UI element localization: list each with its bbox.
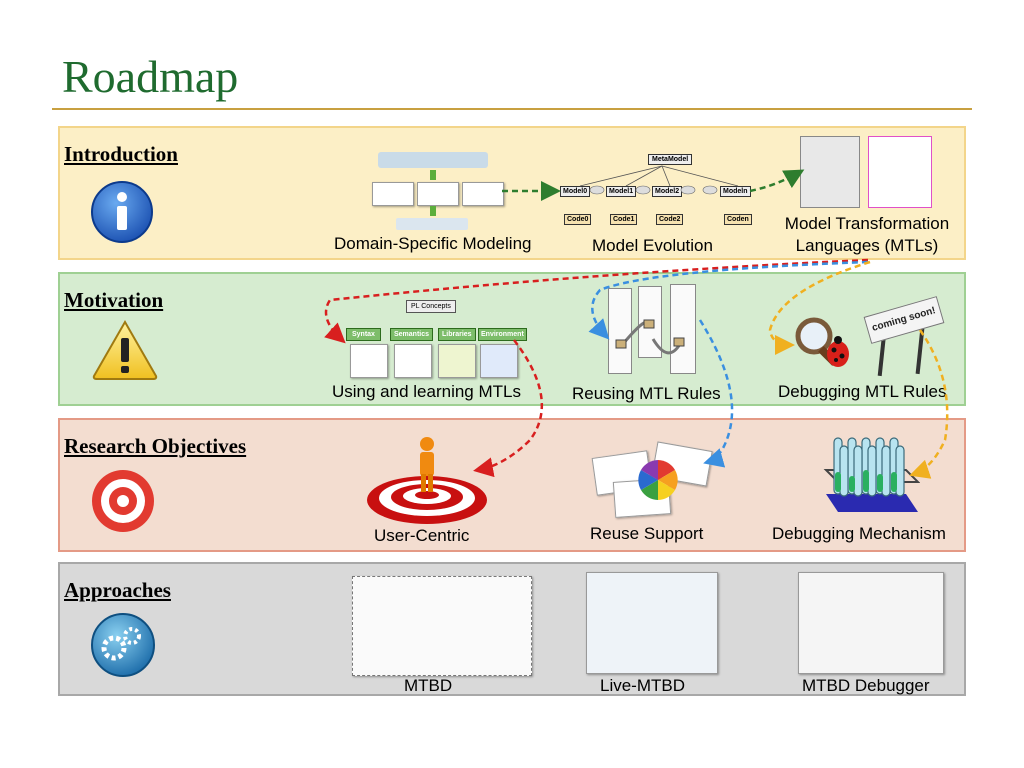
model-evolution-caption: Model Evolution [592, 236, 713, 255]
title-rule [52, 108, 972, 110]
model1-box: Model1 [606, 186, 637, 197]
mtbd-caption: MTBD [404, 676, 453, 695]
user-centric-caption: User-Centric [374, 526, 470, 545]
research-objectives-band: Research Objectives User-Centric [58, 418, 966, 552]
mtbd-debugger-screenshot [798, 572, 944, 674]
syntax-tab: Syntax [346, 328, 381, 341]
model-evolution-figure: MetaModel Model0 Model1 Model2 Modeln Co… [560, 152, 752, 232]
reusing-rules-caption: Reusing MTL Rules [572, 384, 721, 403]
semantics-tab: Semantics [390, 328, 434, 341]
pl-concepts-figure: PL Concepts Syntax Semantics Libraries E… [346, 300, 527, 378]
debugging-rules-caption: Debugging MTL Rules [778, 382, 947, 401]
libraries-tab: Libraries [438, 328, 476, 341]
mtl-caption-line1: Model Transformation [784, 214, 950, 233]
mtbd-debugger-caption: MTBD Debugger [802, 676, 930, 695]
live-mtbd-caption: Live-MTBD [600, 676, 686, 695]
model-evolution-links [579, 165, 739, 195]
approaches-band: Approaches MTBD Live-MTBD MTBD Debugger [58, 562, 966, 696]
code2-box: Code2 [656, 214, 684, 225]
bug-magnifier-icon [795, 317, 849, 367]
research-objectives-heading: Research Objectives [64, 434, 247, 458]
mtl-doc-2 [868, 136, 932, 208]
approaches-heading: Approaches [64, 578, 171, 602]
environment-tab: Environment [478, 328, 527, 341]
target-icon [92, 470, 154, 532]
mtl-doc-1 [800, 136, 860, 208]
reuse-support-figure [591, 440, 724, 520]
using-learning-caption: Using and learning MTLs [332, 382, 521, 401]
motivation-heading: Motivation [64, 288, 164, 312]
code1-box: Code1 [610, 214, 638, 225]
coming-soon-sign: coming soon! [862, 296, 945, 378]
code0-box: Code0 [564, 214, 592, 225]
introduction-band: Introduction Domain-Specific Modeling Me… [58, 126, 966, 260]
reuse-support-caption: Reuse Support [590, 524, 704, 543]
pl-concepts-box: PL Concepts [406, 300, 456, 313]
gears-icon [91, 613, 155, 677]
page-title: Roadmap [62, 51, 239, 102]
warning-icon [92, 319, 158, 380]
metamodel-box: MetaModel [648, 154, 693, 165]
user-centric-target-icon [367, 437, 487, 524]
reuse-rules-figure [608, 284, 708, 376]
mtl-caption-line2: Languages (MTLs) [795, 236, 939, 255]
debugging-mechanism-caption: Debugging Mechanism [772, 524, 946, 543]
coden-box: Coden [724, 214, 752, 225]
test-tubes-icon [823, 437, 920, 512]
mtbd-diagram [352, 576, 532, 676]
introduction-heading: Introduction [64, 142, 178, 166]
coming-soon-text: coming soon! [863, 296, 945, 344]
dsm-caption: Domain-Specific Modeling [334, 234, 532, 253]
live-mtbd-screenshot [586, 572, 718, 674]
info-icon [91, 181, 153, 243]
dsm-figure [372, 152, 512, 232]
motivation-band: Motivation PL Concepts Syntax Semantics … [58, 272, 966, 406]
